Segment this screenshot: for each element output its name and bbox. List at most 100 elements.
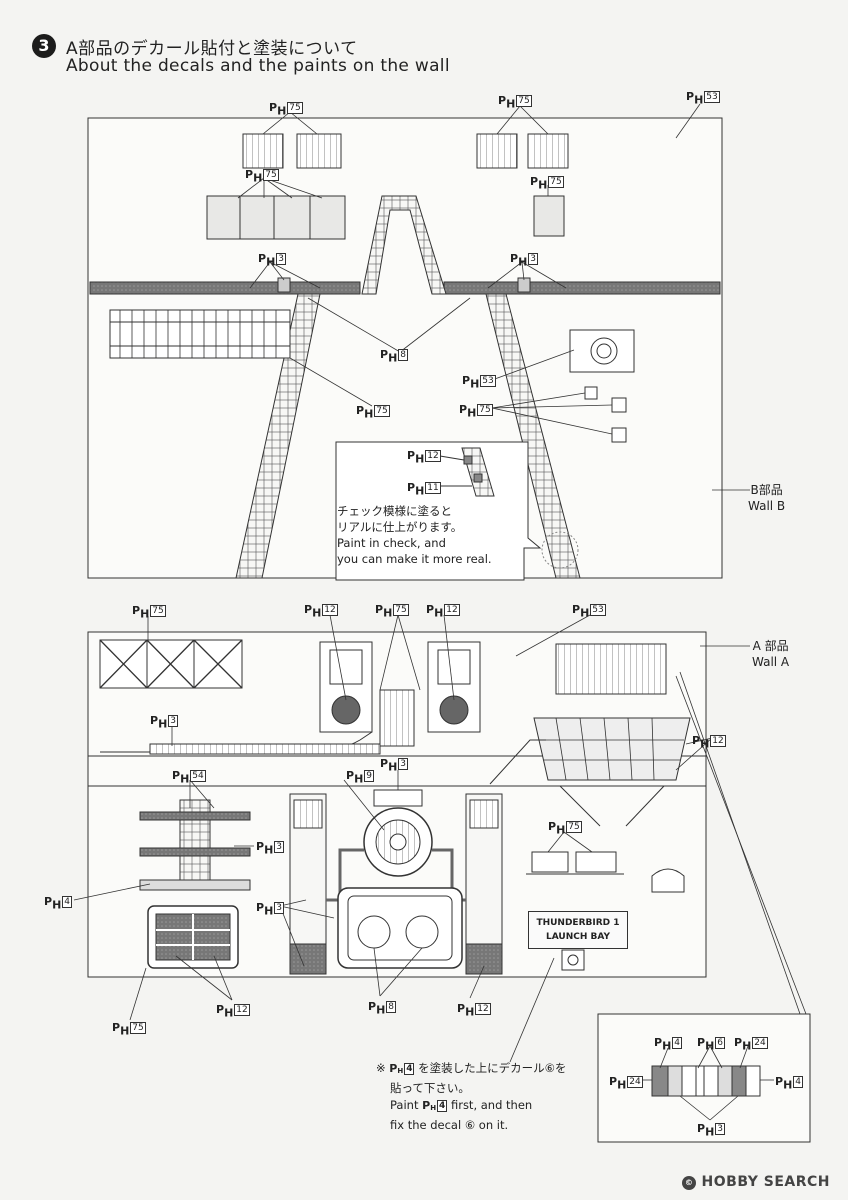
- wall-b-panel: [87, 103, 750, 581]
- paint-sub: H: [470, 377, 480, 391]
- paint-sub: H: [415, 452, 425, 466]
- paint-prefix: P: [459, 403, 468, 416]
- step-number-badge: 3: [32, 34, 56, 58]
- paint-prefix: P: [426, 603, 435, 616]
- paint-sub: H: [467, 406, 477, 420]
- paint-number: 75: [516, 95, 532, 107]
- paint-prefix: P: [368, 1000, 377, 1013]
- note-ja-1a: を塗装した上にデカール: [418, 1061, 545, 1075]
- paint-sub: H: [354, 772, 364, 786]
- paint-prefix: P: [258, 252, 267, 265]
- paint-number: 12: [475, 1003, 491, 1015]
- copyright-icon: ©: [682, 1176, 697, 1190]
- paint-number: 75: [374, 405, 390, 417]
- launch-bay-sign-line1: THUNDERBIRD 1: [536, 918, 620, 928]
- paint-prefix: P: [256, 901, 265, 914]
- paint-sub: H: [518, 255, 528, 269]
- paint-number: 75: [150, 605, 166, 617]
- paint-prefix: P: [132, 604, 141, 617]
- note-ja-2: 貼って下さい。: [390, 1081, 470, 1095]
- paint-sub: H: [388, 760, 398, 774]
- paint-sub: H: [617, 1078, 627, 1092]
- paint-number: 75: [477, 404, 493, 416]
- paint-prefix: P: [572, 603, 581, 616]
- paint-sub: H: [140, 607, 150, 621]
- paint-prefix: P: [697, 1036, 706, 1049]
- paint-sub: H: [120, 1024, 130, 1038]
- wall-a-panel: [73, 614, 807, 1063]
- paint-prefix: P: [422, 1099, 431, 1112]
- paint-prefix: P: [407, 481, 416, 494]
- paint-number: 4: [793, 1076, 804, 1088]
- wall-b-label-en: Wall B: [748, 499, 786, 513]
- title-japanese: A部品のデカール貼付と塗装について: [66, 39, 358, 59]
- paint-prefix: P: [498, 94, 507, 107]
- paint-number: 75: [393, 604, 409, 616]
- paint-number: 24: [752, 1037, 768, 1049]
- launch-bay-sign-line2: LAUNCH BAY: [545, 932, 610, 942]
- paint-number: 75: [548, 176, 564, 188]
- paint-sub: H: [388, 351, 398, 365]
- check-note-ja-1: チェック模様に塗ると: [337, 504, 452, 518]
- paint-prefix: P: [150, 714, 159, 727]
- paint-prefix: P: [389, 1062, 398, 1075]
- paint-number: 4: [437, 1100, 448, 1112]
- note-en-1b: first, and then: [450, 1098, 533, 1112]
- paint-sub: H: [538, 178, 548, 192]
- paint-prefix: P: [530, 175, 539, 188]
- paint-number: 3: [398, 758, 409, 770]
- wall-b-label-ja: B部品: [750, 483, 783, 497]
- watermark-text: HOBBY SEARCH: [701, 1174, 830, 1190]
- paint-prefix: P: [457, 1002, 466, 1015]
- paint-number: 3: [528, 253, 539, 265]
- paint-prefix: P: [654, 1036, 663, 1049]
- paint-sub: H: [705, 1039, 715, 1053]
- check-note-en-1: Paint in check, and: [337, 536, 446, 550]
- paint-sub: H: [694, 93, 704, 107]
- check-note-ja-2: リアルに仕上がります。: [337, 520, 463, 534]
- paint-number: 12: [710, 735, 726, 747]
- paint-number: 3: [168, 715, 179, 727]
- paint-sub: H: [376, 1003, 386, 1017]
- paint-prefix: P: [112, 1021, 121, 1034]
- paint-sub: H: [158, 717, 168, 731]
- paint-sub: H: [253, 171, 263, 185]
- check-note-en-2: you can make it more real.: [337, 552, 492, 566]
- paint-number: 3: [715, 1123, 726, 1135]
- wall-a-label: A 部品 Wall A: [752, 638, 789, 670]
- paint-sub: H: [224, 1006, 234, 1020]
- paint-prefix: P: [734, 1036, 743, 1049]
- paint-number: 12: [425, 450, 441, 462]
- paint-prefix: P: [44, 895, 53, 908]
- paint-sub: H: [434, 606, 444, 620]
- paint-sub: H: [742, 1039, 752, 1053]
- paint-number: 4: [62, 896, 73, 908]
- paint-prefix: P: [356, 404, 365, 417]
- paint-sub: H: [180, 772, 190, 786]
- paint-prefix: P: [216, 1003, 225, 1016]
- paint-sub: H: [266, 255, 276, 269]
